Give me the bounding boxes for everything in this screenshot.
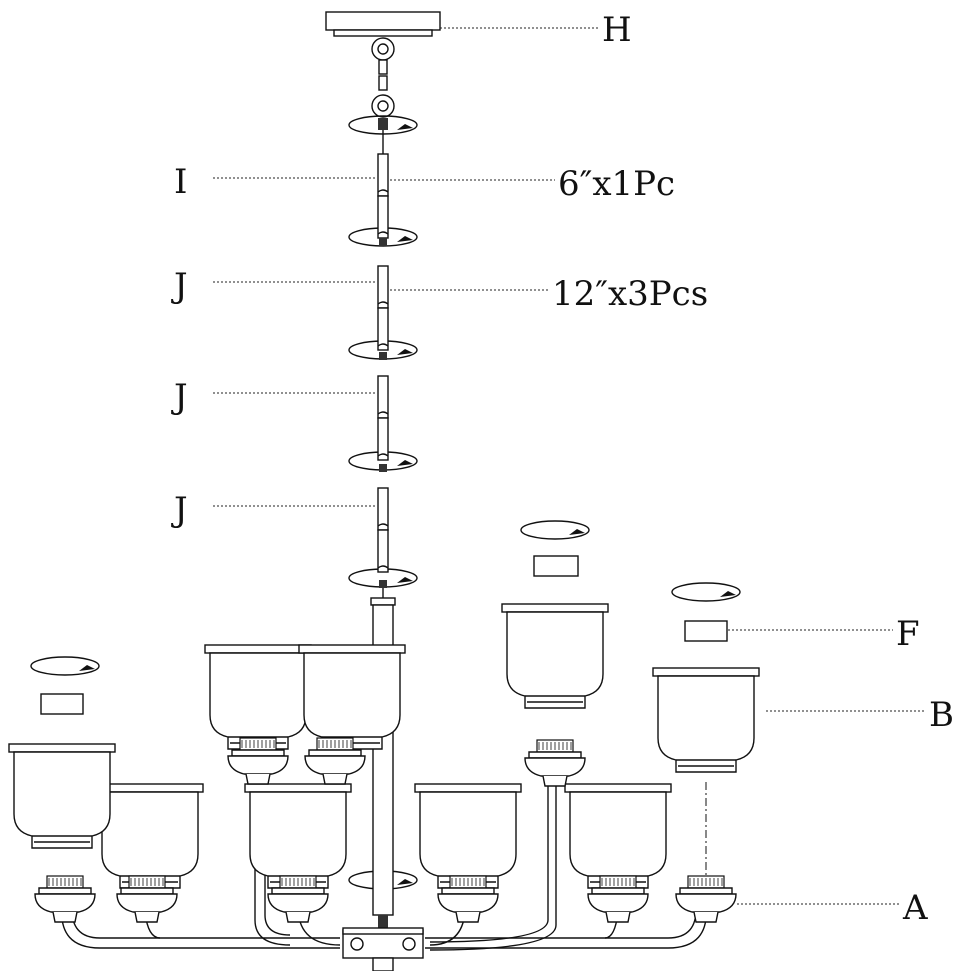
exploded-shade-right	[652, 620, 760, 923]
label-a: A	[902, 888, 928, 928]
label-i: I	[174, 162, 187, 202]
label-j-2: J	[171, 377, 188, 417]
label-f: F	[896, 614, 920, 654]
label-h: H	[602, 10, 632, 50]
label-b: B	[929, 695, 954, 735]
stem-rods	[377, 130, 389, 598]
label-rod-long: 12″x3Pcs	[552, 274, 708, 314]
canopy	[325, 11, 441, 130]
upper-shades	[204, 603, 609, 787]
label-j-3: J	[171, 490, 188, 530]
label-rod-short: 6″x1Pc	[558, 164, 675, 204]
label-j-1: J	[171, 266, 188, 306]
exploded-shade-left	[8, 693, 116, 923]
